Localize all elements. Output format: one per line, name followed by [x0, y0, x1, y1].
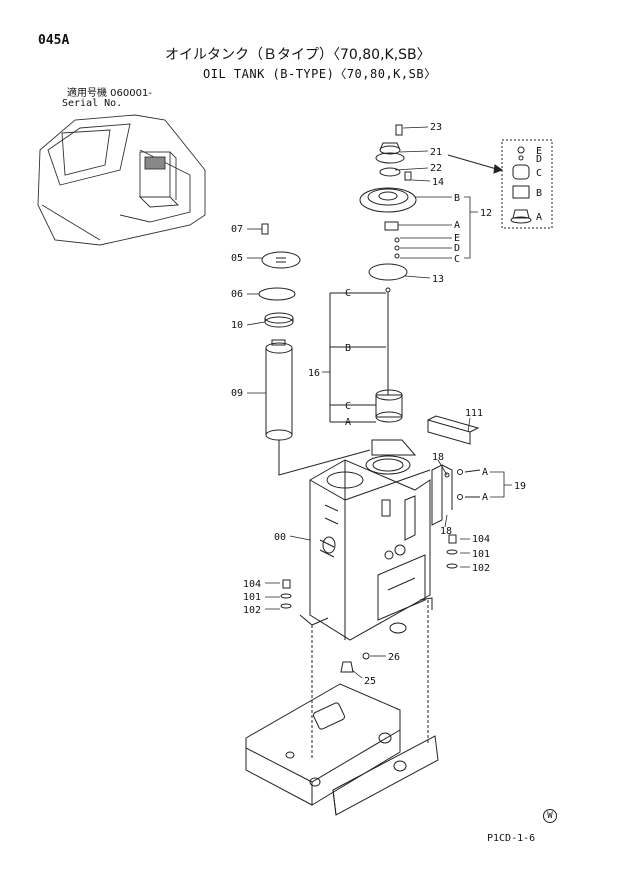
- base-frame: [245, 600, 439, 816]
- callout-101-left: 101: [243, 592, 261, 603]
- kit-letter-c: C: [536, 168, 542, 179]
- kit-letter-a: A: [536, 212, 542, 223]
- callout-07: 07: [231, 224, 243, 235]
- rod-letter-b: B: [345, 343, 351, 354]
- callout-25: 25: [364, 676, 376, 687]
- side-letter-a: A: [454, 220, 460, 231]
- page-reference: P1CD-1-6: [487, 833, 536, 844]
- bracket-letter-a-top: A: [482, 467, 488, 478]
- callout-labels: 23 21 22 14 B A E D C 12 13 E D C B A 07…: [231, 122, 542, 687]
- callout-21: 21: [430, 147, 442, 158]
- callout-05: 05: [231, 253, 243, 264]
- kit-letter-b: B: [536, 188, 542, 199]
- bracket-letter-a-bottom: A: [482, 492, 488, 503]
- title-japanese: オイルタンク（Ｂタイプ）〈70,80,K,SB〉: [165, 47, 431, 63]
- callout-18-bottom: 18: [440, 526, 452, 537]
- callout-111: 111: [465, 408, 483, 419]
- serial-label-japanese: 適用号機 060001-: [67, 88, 152, 99]
- plug-26: [362, 652, 370, 660]
- callout-06: 06: [231, 289, 243, 300]
- callout-10: 10: [231, 320, 243, 331]
- callout-18-top: 18: [432, 452, 444, 463]
- callout-12: 12: [480, 208, 492, 219]
- callout-26: 26: [388, 652, 400, 663]
- left-components: [258, 223, 371, 476]
- kit-letter-e: E: [536, 146, 542, 157]
- side-letter-c: C: [454, 254, 460, 265]
- callout-13: 13: [432, 274, 444, 285]
- callout-16: 16: [308, 368, 320, 379]
- callout-14: 14: [432, 177, 444, 188]
- oil-tank-body: [299, 439, 433, 641]
- bolts-left: [280, 579, 292, 609]
- callout-19: 19: [514, 481, 526, 492]
- title-english: OIL TANK (B-TYPE)〈70,80,K,SB〉: [203, 67, 437, 81]
- callout-22: 22: [430, 163, 442, 174]
- plug-25: [340, 661, 354, 673]
- callout-104-right: 104: [472, 534, 490, 545]
- rod-letter-c-top: C: [345, 288, 351, 299]
- rod-letter-c-bottom: C: [345, 401, 351, 412]
- callout-23: 23: [430, 122, 442, 133]
- page-code: 045A: [38, 33, 70, 48]
- side-letter-b: B: [454, 193, 460, 204]
- cap-assembly: [359, 124, 417, 281]
- serial-label-english: Serial No.: [62, 98, 123, 109]
- excavator-illustration: [37, 114, 206, 246]
- block-111: [427, 415, 480, 445]
- circled-mark: W: [543, 809, 557, 823]
- callout-09: 09: [231, 388, 243, 399]
- callout-101-right: 101: [472, 549, 490, 560]
- bracket-19: [431, 464, 481, 526]
- bolts-right: [446, 534, 458, 569]
- kit-box: [501, 139, 553, 229]
- callout-102-left: 102: [243, 605, 261, 616]
- side-letter-d: D: [454, 243, 460, 254]
- kit-letter-d: D: [536, 154, 542, 165]
- kit-parts: [510, 146, 532, 224]
- side-letter-e: E: [454, 233, 460, 244]
- callout-104-left: 104: [243, 579, 261, 590]
- strainer-rod: [329, 287, 403, 423]
- leader-lines: [246, 126, 512, 679]
- callout-102-right: 102: [472, 563, 490, 574]
- callout-00: 00: [274, 532, 286, 543]
- rod-letter-a: A: [345, 417, 351, 428]
